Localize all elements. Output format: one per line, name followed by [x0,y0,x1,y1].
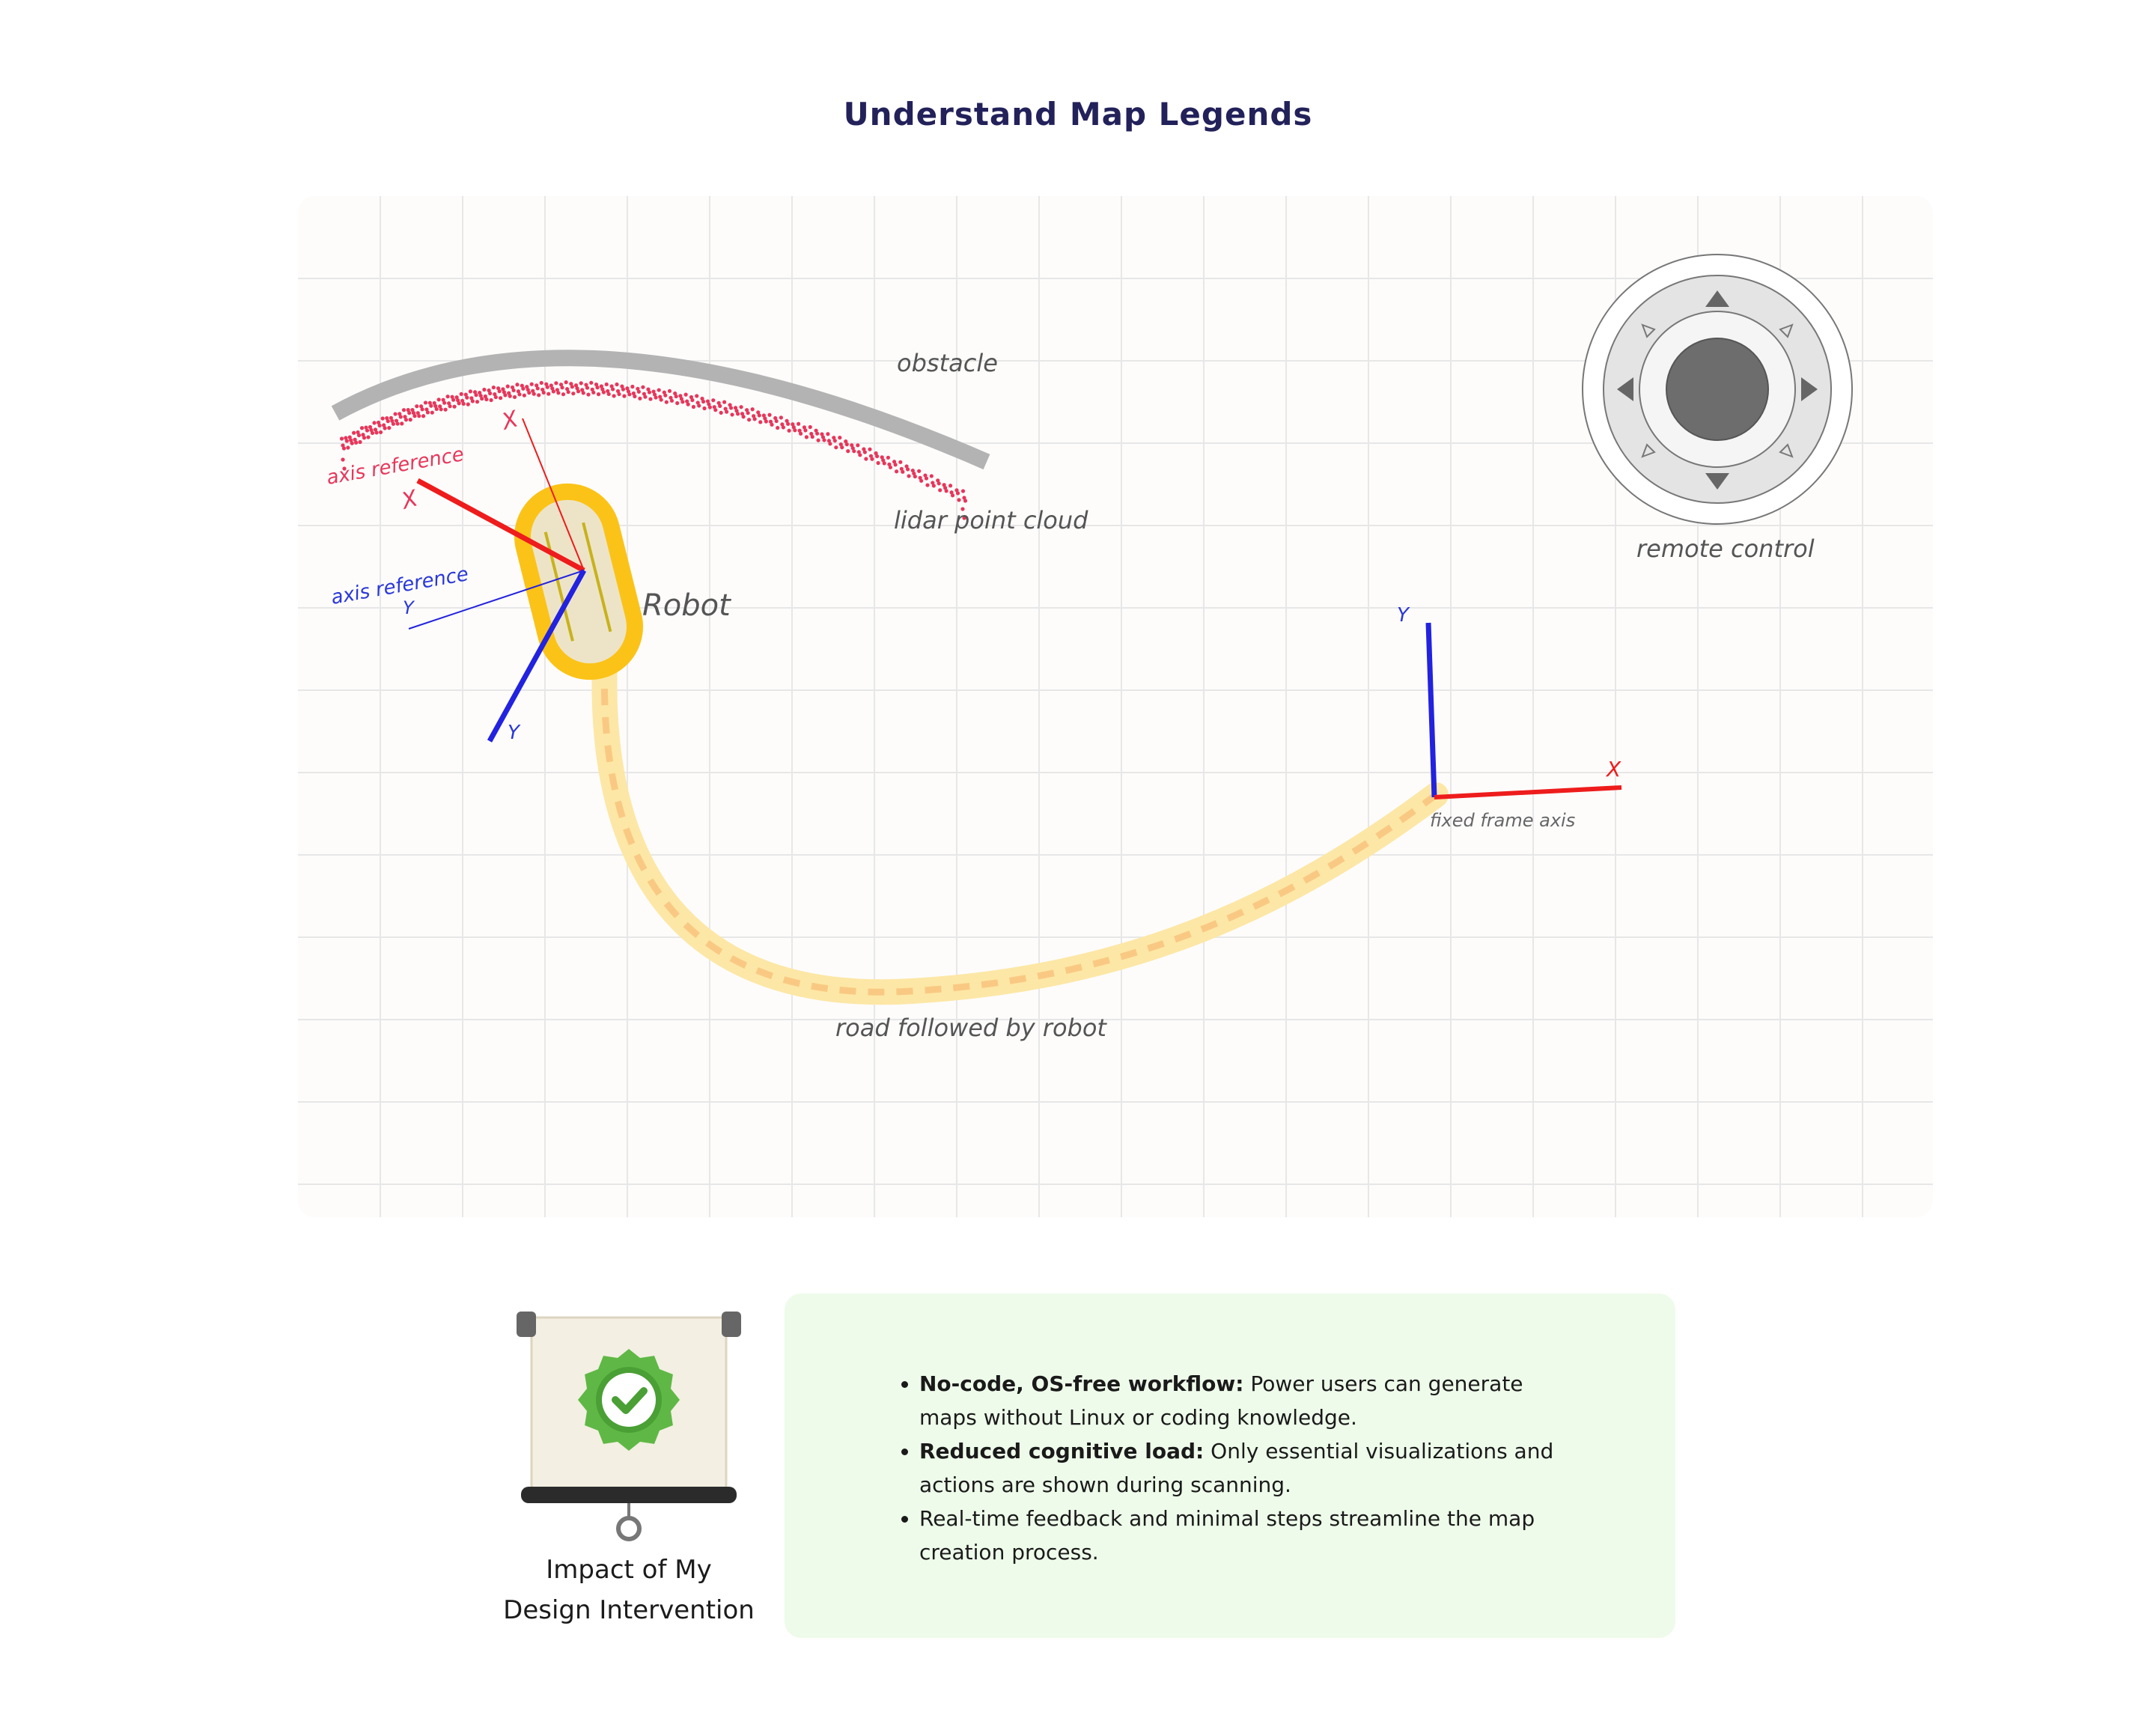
remote-control-label: remote control [1636,534,1815,563]
impact-list: No-code, OS-free workflow: Power users c… [897,1367,1586,1569]
road-path [591,648,1449,1005]
impact-item-1: No-code, OS-free workflow: Power users c… [919,1367,1586,1434]
impact-caption-line-1: Impact of My [546,1555,712,1585]
down-left-arrow-icon[interactable] [1641,443,1656,458]
red-axis-label-small: X [498,406,523,436]
fixed-frame-label: fixed frame axis [1430,810,1575,831]
check-badge-icon [578,1349,680,1451]
lidar-label: lidar point cloud [894,506,1088,534]
impact-item-1-text: Power users can generate maps without Li… [919,1371,1523,1430]
axis-reference-blue-label: axis reference [329,563,470,609]
left-arrow-icon[interactable] [1617,377,1633,401]
road-center-dashes [600,660,1438,996]
impact-card: No-code, OS-free workflow: Power users c… [785,1294,1675,1638]
map-canvas: X X axis reference axis reference Y Y Ro… [298,196,1933,1217]
blue-axis-label: Y [508,722,521,744]
impact-caption: Impact of My Design Intervention [464,1550,794,1630]
map-legend-diagram: X X axis reference axis reference Y Y Ro… [298,196,1933,1217]
down-right-arrow-icon[interactable] [1779,443,1794,458]
fixed-x-label: X [1605,757,1621,782]
ref-x-axis [522,418,585,571]
robot-x-axis [416,478,585,573]
impact-item-1-bold: No-code, OS-free workflow: [919,1371,1244,1396]
axis-reference-red-label: axis reference [325,443,466,490]
fixed-y-axis [1425,622,1437,798]
impact-item-3-text: Real-time feedback and minimal steps str… [919,1506,1535,1565]
presentation-board-icon [517,1312,741,1541]
down-arrow-icon[interactable] [1705,473,1729,490]
robot-y-axis [487,569,587,743]
right-arrow-icon[interactable] [1801,377,1818,401]
fixed-x-axis [1434,785,1622,799]
impact-item-2-text: Only essential visualizations and action… [919,1439,1554,1497]
obstacle-arc [331,350,990,470]
up-arrow-icon[interactable] [1705,290,1729,307]
lidar-point-cloud [339,380,968,520]
impact-item-2-bold: Reduced cognitive load: [919,1439,1205,1463]
blue-axis-label-small: Y [403,597,415,618]
fixed-y-label: Y [1397,604,1410,627]
robot-label: Robot [642,588,731,623]
obstacle-label: obstacle [897,349,998,377]
impact-item-3: Real-time feedback and minimal steps str… [919,1502,1586,1569]
red-axis-label: X [398,485,422,515]
remote-control-icon [1582,254,1853,525]
up-right-arrow-icon[interactable] [1779,323,1794,338]
impact-caption-line-2: Design Intervention [503,1595,755,1625]
ref-y-axis [408,570,585,630]
page-title: Understand Map Legends [843,96,1313,132]
road-label: road followed by robot [835,1014,1107,1042]
impact-item-2: Reduced cognitive load: Only essential v… [919,1434,1586,1502]
up-left-arrow-icon[interactable] [1641,323,1656,338]
